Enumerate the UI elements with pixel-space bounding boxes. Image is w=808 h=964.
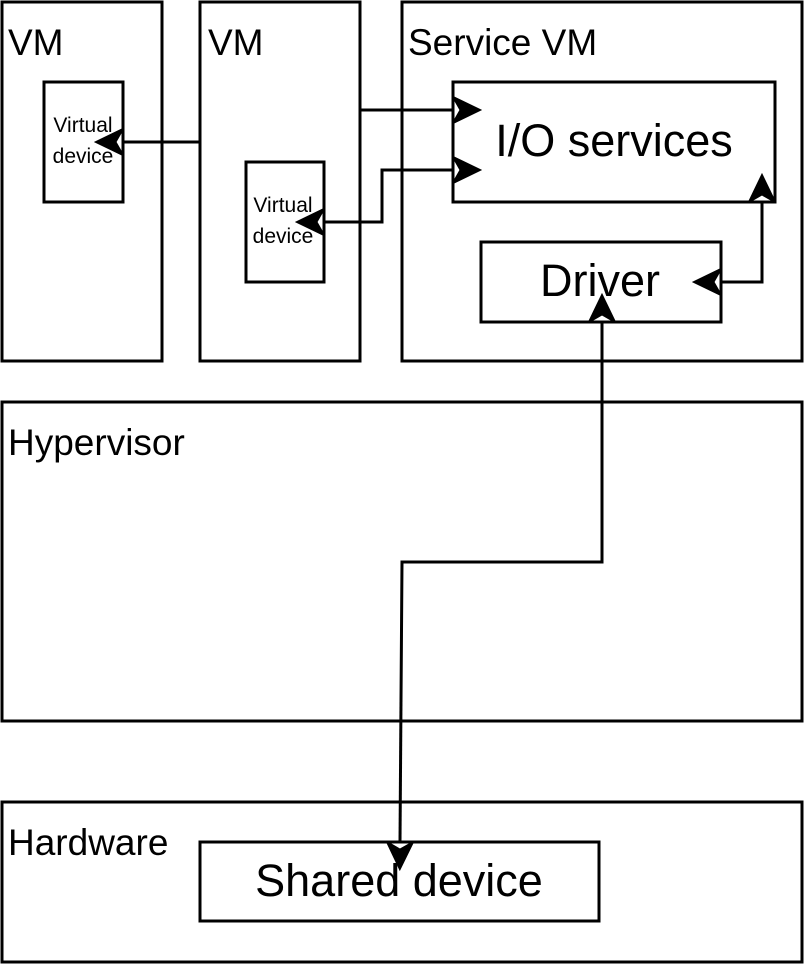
vm-1-virtual-device-label-1: Virtual <box>53 114 112 137</box>
vm-2-virtual-device-label-1: Virtual <box>253 194 312 217</box>
vm-2-virtual-device-box <box>244 160 326 284</box>
vm-2: VM Virtual device <box>198 0 362 363</box>
vm-1-label: VM <box>8 22 64 63</box>
shared-device-driver-link-b <box>400 699 401 842</box>
io-services-label: I/O services <box>495 115 733 166</box>
vm-1-virtual-device-box <box>42 80 125 204</box>
io-services-virtual-device-link-b <box>324 200 384 222</box>
connectors <box>123 110 762 842</box>
io-services-virtual-device-link-a <box>380 170 453 200</box>
shared-device-label: Shared device <box>255 855 543 906</box>
service-vm-label: Service VM <box>408 22 597 63</box>
vm-2-virtual-device-label-2: device <box>253 225 314 248</box>
hardware-label: Hardware <box>8 822 168 863</box>
io-services-box <box>451 80 777 204</box>
vm-1: VM Virtual device <box>0 0 164 363</box>
shared-device-driver-link-a <box>399 322 602 701</box>
hypervisor-label: Hypervisor <box>8 422 185 463</box>
vm-2-label: VM <box>208 22 264 63</box>
vm-1-virtual-device-label-2: device <box>53 145 114 168</box>
hardware-layer: Hardware Shared device <box>0 800 804 964</box>
service-vm: Service VM I/O services Driver <box>400 0 804 363</box>
driver-label: Driver <box>540 255 660 306</box>
driver-io-services-link-b <box>721 250 764 282</box>
